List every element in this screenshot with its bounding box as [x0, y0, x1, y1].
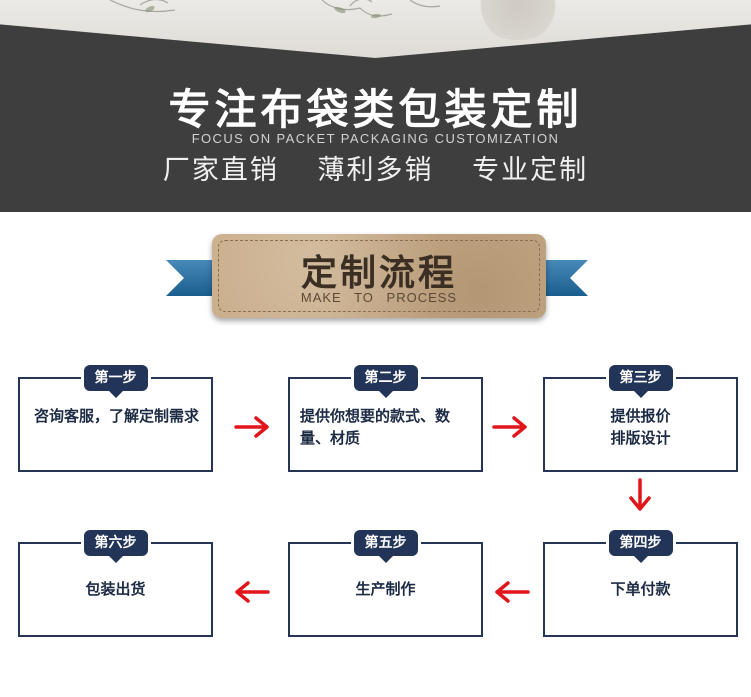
step-5-label: 第五步 [353, 530, 418, 556]
banner: 专注布袋类包装定制 FOCUS ON PACKET PACKAGING CUST… [0, 0, 751, 212]
step-2: 第二步 提供你想要的款式、数量、材质 [288, 365, 483, 472]
slogan-3: 专业定制 [472, 155, 589, 186]
slogan-2: 薄利多销 [317, 155, 434, 186]
step-6: 第六步 包装出货 [18, 530, 213, 637]
banner-subtitle: FOCUS ON PACKET PACKAGING CUSTOMIZATION [191, 131, 560, 146]
down-arrow-icon [629, 478, 651, 511]
step-1: 第一步 咨询客服，了解定制需求 [18, 365, 213, 472]
leaf-decoration-icon [109, 0, 441, 19]
step-1-label: 第一步 [83, 365, 148, 391]
step-4: 第四步 下单付款 [543, 530, 738, 637]
stitch-border [218, 240, 540, 312]
step-2-label: 第二步 [353, 365, 418, 391]
step-5: 第五步 生产制作 [288, 530, 483, 637]
step-2-text: 提供你想要的款式、数量、材质 [300, 407, 451, 447]
banner-slogans: 厂家直销 薄利多销 专业定制 [0, 148, 751, 187]
slogan-1: 厂家直销 [162, 155, 279, 186]
step-3: 第三步 提供报价 排版设计 [543, 365, 738, 472]
step-3-label: 第三步 [608, 365, 673, 391]
step-3-line-1: 提供报价 [610, 407, 671, 425]
step-3-text: 提供报价 排版设计 [557, 405, 724, 449]
step-6-label: 第六步 [83, 530, 148, 556]
step-5-text: 生产制作 [355, 580, 416, 598]
step-6-text: 包装出货 [85, 580, 146, 598]
step-1-text: 咨询客服，了解定制需求 [34, 407, 200, 425]
process-header: 定制流程 MAKE TO PROCESS [212, 234, 546, 318]
step-3-line-2: 排版设计 [610, 429, 671, 447]
step-4-label: 第四步 [608, 530, 673, 556]
right-arrow-icon [234, 416, 269, 438]
process-subtitle: MAKE TO PROCESS [300, 290, 458, 305]
banner-title: 专注布袋类包装定制 [168, 85, 583, 134]
banner-photo [0, 0, 751, 58]
step-4-text: 下单付款 [610, 580, 671, 598]
process-title: 定制流程 [300, 253, 457, 294]
left-arrow-icon [235, 581, 270, 603]
right-arrow-icon [492, 416, 527, 438]
left-arrow-icon [495, 581, 530, 603]
